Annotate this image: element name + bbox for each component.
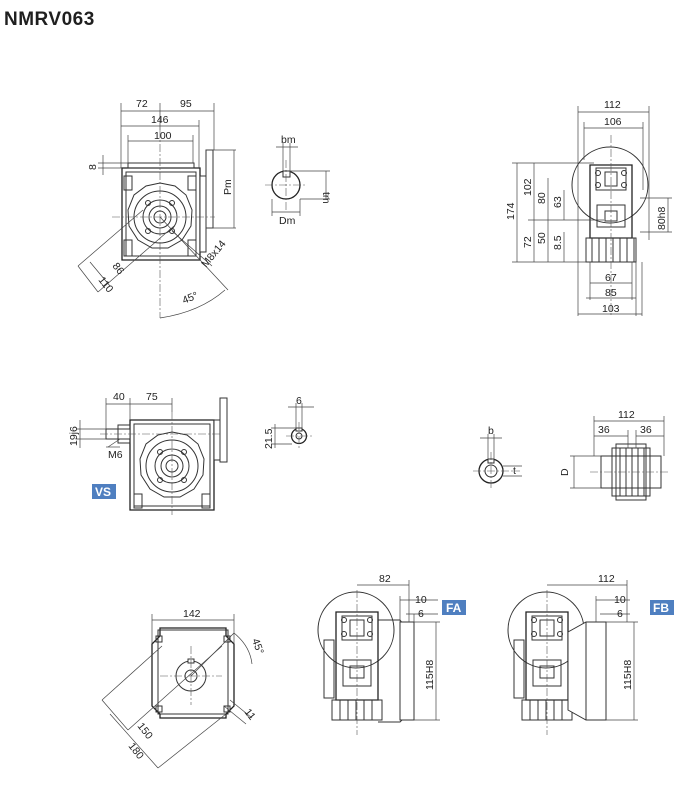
- dim-dm: Dm: [279, 215, 296, 227]
- fb-view: [507, 580, 638, 735]
- dim-8: 8: [87, 164, 99, 170]
- flange-view: [101, 614, 253, 769]
- key-detail: [271, 403, 314, 450]
- side-view: [512, 106, 672, 316]
- shaft-section: [265, 143, 330, 216]
- dim-45-deg-flange: 45°: [249, 637, 266, 656]
- dim-tm: tm: [320, 192, 332, 204]
- dim-174: 174: [505, 202, 517, 220]
- dim-180: 180: [126, 740, 146, 761]
- key-detail-labels: 6 21.5: [263, 395, 302, 449]
- flange-view-labels: 142 45° 150 180 11: [126, 608, 266, 762]
- shaft-section-labels: bm tm Dm: [279, 134, 332, 227]
- dim-m6: M6: [108, 449, 123, 461]
- fa-view: [317, 580, 440, 735]
- dim-11: 11: [242, 706, 258, 722]
- vs-badge-label: VS: [95, 485, 111, 499]
- side-view-labels: 112 106 174 102 80 63 72 50 8.5 80h8 67 …: [505, 99, 668, 315]
- dim-8-5: 8.5: [552, 235, 564, 250]
- fb-view-labels: 112 10 6 115H8: [598, 573, 634, 690]
- dim-112-hollow: 112: [618, 409, 635, 421]
- dim-19j6: 19j6: [68, 426, 80, 446]
- dim-142: 142: [183, 608, 201, 620]
- hollow-shaft-section: [473, 434, 522, 490]
- dim-50: 50: [536, 232, 548, 244]
- fa-view-labels: 82 10 6 115H8: [379, 573, 436, 690]
- vs-badge: VS: [92, 484, 116, 499]
- dim-63: 63: [552, 196, 564, 208]
- dim-36-right: 36: [640, 424, 652, 436]
- page-title: NMRV063: [4, 9, 95, 30]
- dim-36-left: 36: [598, 424, 610, 436]
- vs-view: [76, 397, 228, 515]
- dim-112-fb: 112: [598, 573, 615, 585]
- dim-112: 112: [604, 99, 621, 111]
- fa-badge: FA: [442, 600, 466, 615]
- dim-6-fa: 6: [418, 608, 424, 620]
- dim-82: 82: [379, 573, 391, 585]
- dim-6-fb: 6: [617, 608, 623, 620]
- dim-b: b: [488, 425, 494, 437]
- vs-view-labels: 40 75 19j6 M6: [68, 391, 158, 461]
- dim-10-fa: 10: [415, 594, 427, 606]
- dim-40: 40: [113, 391, 125, 403]
- dim-t: t: [513, 465, 516, 477]
- dim-150: 150: [135, 720, 155, 741]
- dim-102: 102: [522, 178, 534, 196]
- dim-75: 75: [146, 391, 158, 403]
- dim-72: 72: [136, 98, 148, 110]
- dim-115h8-fa: 115H8: [424, 660, 436, 690]
- fa-badge-label: FA: [446, 601, 462, 615]
- hollow-shaft-labels: b t: [488, 425, 516, 477]
- dim-100: 100: [154, 130, 172, 142]
- fb-badge: FB: [650, 600, 674, 615]
- dim-80h8: 80h8: [656, 206, 668, 230]
- hollow-shaft-side: [570, 416, 670, 501]
- dim-67: 67: [605, 272, 617, 284]
- dim-86: 86: [110, 260, 127, 277]
- dim-D: D: [559, 468, 571, 476]
- dim-21-5: 21.5: [263, 428, 275, 449]
- dim-106: 106: [604, 116, 622, 128]
- dim-110: 110: [96, 274, 116, 295]
- dim-6: 6: [296, 395, 302, 407]
- dim-85: 85: [605, 287, 617, 299]
- dim-10-fb: 10: [614, 594, 626, 606]
- dim-72-side: 72: [522, 236, 534, 248]
- dim-103: 103: [602, 303, 620, 315]
- dim-bm: bm: [281, 134, 296, 146]
- hollow-shaft-side-labels: 112 36 36 D: [559, 409, 652, 476]
- dim-80: 80: [536, 192, 548, 204]
- dim-146: 146: [151, 114, 169, 126]
- dim-95: 95: [180, 98, 192, 110]
- front-view: [77, 103, 236, 319]
- dim-45-deg: 45°: [181, 290, 200, 307]
- fb-badge-label: FB: [653, 601, 669, 615]
- dim-115h8-fb: 115H8: [622, 660, 634, 690]
- dim-pm: Pm: [222, 179, 234, 195]
